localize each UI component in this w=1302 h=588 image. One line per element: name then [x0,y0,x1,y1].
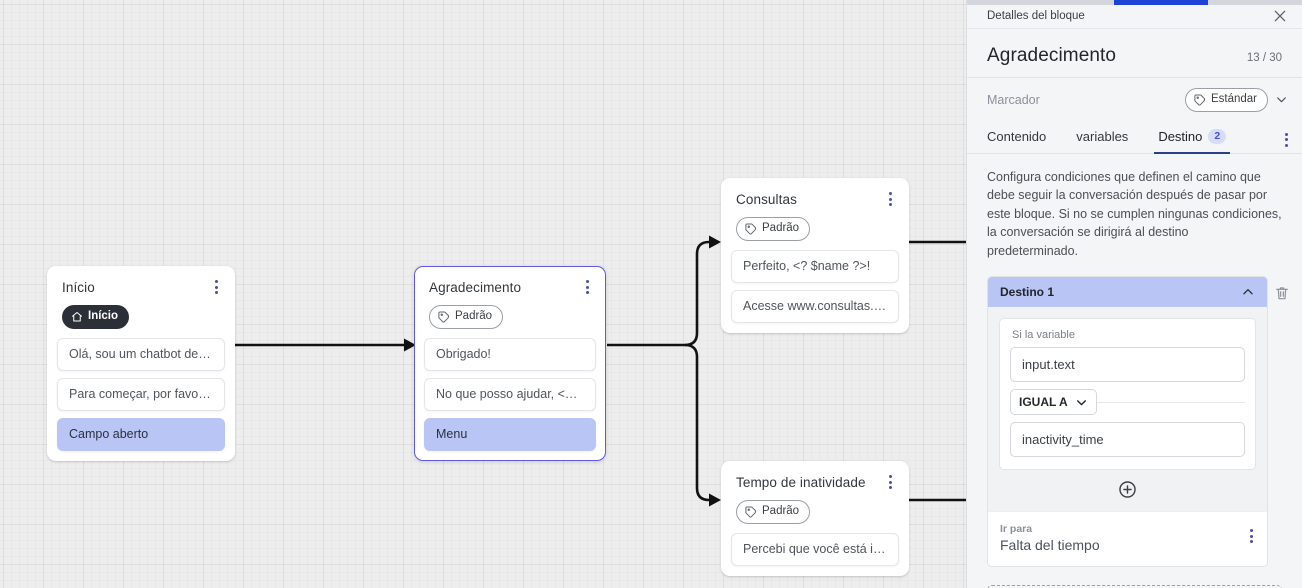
flow-canvas[interactable]: Início Início Olá, sou um chatbot de tes… [0,0,966,588]
node-message[interactable]: Obrigado! [424,338,596,371]
flow-node-consultas[interactable]: Consultas Padrão Perfeito, <? $name ?>! … [721,178,909,333]
node-menu-button[interactable] [881,473,899,491]
node-header: Consultas Padrão [722,179,908,250]
node-messages: Olá, sou um chatbot de teste! Para começ… [48,338,234,460]
panel-overflow-menu-button[interactable] [1285,132,1288,147]
node-header: Início Início [48,267,234,338]
chevron-down-icon [1076,399,1086,405]
tab-contenido[interactable]: Contenido [987,129,1046,153]
tab-variables[interactable]: variables [1076,129,1128,153]
node-title: Tempo de inatividade [736,475,866,490]
node-badge: Padrão [736,217,811,241]
node-badge: Início [62,305,130,329]
marker-badge[interactable]: Estándar [1184,87,1268,112]
loading-progress-track [967,0,1302,5]
node-badge-label: Início [88,310,119,323]
goto-value: Falta del tiempo [1000,537,1100,554]
operator-row: IGUAL A [1010,389,1245,416]
panel-body: Agradecimento 13 / 30 Marcador Estándar [967,28,1302,588]
condition-label: Si la variable [1012,329,1075,342]
operator-label: IGUAL A [1019,395,1068,410]
panel-tabs: Contenido variables Destino 2 [967,122,1302,154]
tab-badge-count: 2 [1208,128,1227,144]
tab-label: Contenido [987,128,1047,144]
condition-box: Si la variable IGUAL A [999,318,1256,471]
marker-badge-label: Estándar [1210,92,1257,105]
node-message[interactable]: Para começar, por favor digite o ... [57,378,225,411]
tab-label: Destino [1158,128,1203,144]
plus-circle-icon[interactable] [1118,480,1137,499]
tab-destino[interactable]: Destino 2 [1154,128,1231,154]
tag-icon [745,506,757,518]
tag-icon [745,223,757,235]
tag-icon [1194,94,1206,106]
node-badge-label: Padrão [762,222,800,235]
node-title: Consultas [736,192,797,207]
marker-control[interactable]: Estándar [1184,87,1288,112]
node-messages: Perfeito, <? $name ?>! Acesse www.consul… [722,250,908,332]
variable-input[interactable] [1010,347,1245,383]
node-message[interactable]: Perfeito, <? $name ?>! [731,250,899,283]
flow-node-tempo-de-inatividade[interactable]: Tempo de inatividade Padrão Percebi que … [721,461,909,576]
goto-text: Ir para Falta del tiempo [1000,523,1100,553]
page-title: Agradecimento [987,44,1117,66]
close-icon[interactable] [1272,8,1288,24]
flow-node-agradecimento[interactable]: Agradecimento Padrão Obrigado! No que po… [414,266,606,461]
marker-label: Marcador [987,92,1040,107]
node-message[interactable]: Menu [424,418,596,451]
goto-menu-button[interactable] [1250,529,1253,544]
node-message[interactable]: Campo aberto [57,418,225,451]
block-details-panel: Detalles del bloque Agradecimento 13 / 3… [966,0,1302,588]
chevron-down-icon[interactable] [1275,93,1288,106]
destination-card: Destino 1 Si la variable IGUAL A [987,276,1268,568]
node-header: Agradecimento Padrão [415,267,605,338]
node-menu-button[interactable] [207,278,225,296]
node-header: Tempo de inatividade Padrão [722,462,908,533]
goto-card[interactable]: Ir para Falta del tiempo [988,511,1267,567]
node-title: Agradecimento [429,280,522,295]
trash-icon[interactable] [1274,284,1290,302]
add-condition-row [988,470,1267,511]
destination-card-header[interactable]: Destino 1 [988,277,1267,308]
panel-header-title: Detalles del bloque [987,10,1085,23]
destination-card-title: Destino 1 [1000,285,1055,300]
destination-block: Destino 1 Si la variable IGUAL A [987,276,1290,568]
node-messages: Obrigado! No que posso ajudar, <? $name … [415,338,605,460]
operator-select[interactable]: IGUAL A [1010,389,1097,416]
node-badge: Padrão [736,500,811,524]
flow-node-inicio[interactable]: Início Início Olá, sou um chatbot de tes… [47,266,235,461]
compare-value-input[interactable] [1010,422,1245,458]
node-message[interactable]: Acesse www.consultas.com par... [731,290,899,323]
tag-icon [438,311,450,323]
node-badge: Padrão [429,305,504,329]
loading-progress-bar [1114,0,1208,5]
destination-description: Configura condiciones que definen el cam… [987,169,1282,258]
node-title: Início [62,280,95,295]
home-icon [72,312,82,322]
node-messages: Percebi que você está inativo. C... [722,533,908,575]
node-menu-button[interactable] [881,190,899,208]
node-badge-label: Padrão [455,310,493,323]
node-menu-button[interactable] [578,278,596,296]
chevron-up-icon[interactable] [1241,285,1255,299]
block-title-row: Agradecimento 13 / 30 [967,29,1302,78]
node-message[interactable]: No que posso ajudar, <? $name ... [424,378,596,411]
tab-label: variables [1076,128,1129,144]
goto-label: Ir para [1000,523,1033,536]
node-message[interactable]: Olá, sou um chatbot de teste! [57,338,225,371]
char-counter: 13 / 30 [1246,51,1282,64]
marker-row: Marcador Estándar [967,78,1302,122]
node-message[interactable]: Percebi que você está inativo. C... [731,533,899,566]
node-badge-label: Padrão [762,505,800,518]
panel-header: Detalles del bloque [967,5,1302,29]
